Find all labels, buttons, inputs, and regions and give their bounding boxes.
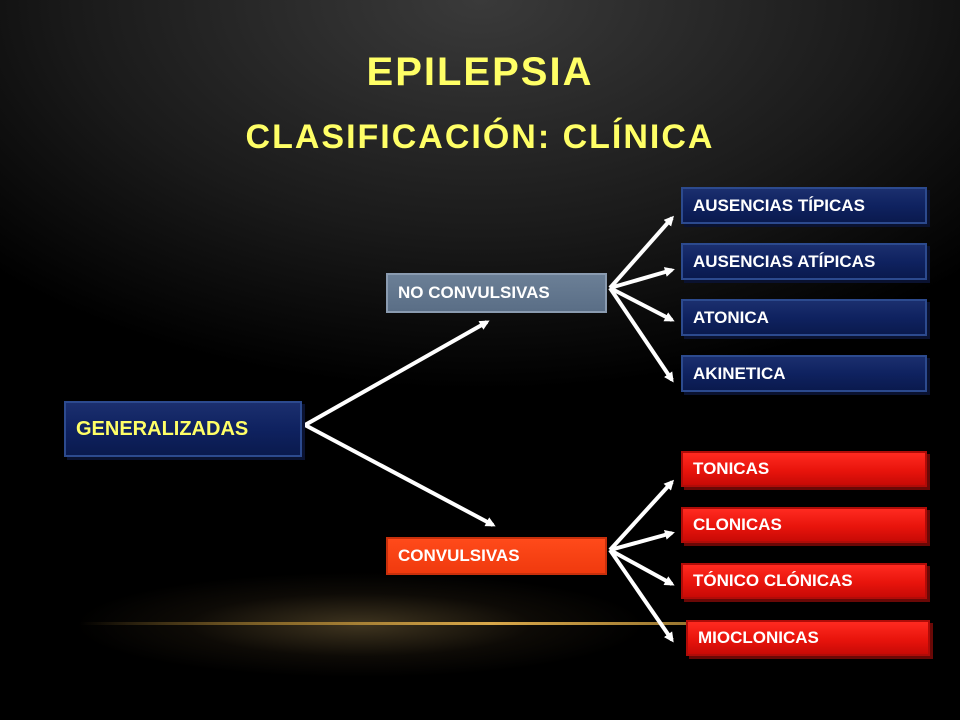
arrow-to-akinetica xyxy=(608,286,674,383)
arrow-to-tonicas xyxy=(608,479,675,552)
leaf-box-atonica: ATONICA xyxy=(681,299,927,336)
leaf-box-akinetica: AKINETICA xyxy=(681,355,927,392)
leaf-box-tonico-clonicas: TÓNICO CLÓNICAS xyxy=(681,563,927,599)
leaf-label: TONICAS xyxy=(693,459,770,478)
leaf-box-ausencias-atipicas: AUSENCIAS ATÍPICAS xyxy=(681,243,927,280)
arrow-root-to-convulsivas xyxy=(304,423,496,527)
root-label: GENERALIZADAS xyxy=(76,417,249,440)
arrow-to-ausencias-tipicas xyxy=(608,215,674,290)
leaf-label: AUSENCIAS TÍPICAS xyxy=(693,195,865,215)
slide-title: EPILEPSIA xyxy=(366,50,594,94)
arrow-to-atonica xyxy=(609,286,675,322)
branch-label: NO CONVULSIVAS xyxy=(398,283,550,302)
leaf-box-ausencias-tipicas: AUSENCIAS TÍPICAS xyxy=(681,187,927,224)
arrow-to-clonicas xyxy=(609,530,675,552)
leaf-label: AUSENCIAS ATÍPICAS xyxy=(693,251,876,271)
leaf-label: TÓNICO CLÓNICAS xyxy=(693,571,853,590)
branch-box-no-convulsivas: NO CONVULSIVAS xyxy=(386,273,607,313)
leaf-label: ATONICA xyxy=(693,307,769,327)
arrow-to-ausencias-atipicas xyxy=(609,267,675,290)
leaf-label: AKINETICA xyxy=(693,363,786,383)
leaf-box-clonicas: CLONICAS xyxy=(681,507,927,543)
leaf-box-mioclonicas: MIOCLONICAS xyxy=(686,620,930,656)
arrow-root-to-no-convulsivas xyxy=(304,320,490,427)
branch-label: CONVULSIVAS xyxy=(398,546,520,565)
slide-subtitle: CLASIFICACIÓN: CLÍNICA xyxy=(245,118,715,156)
floor-glow-line xyxy=(80,622,900,625)
arrow-to-mioclonicas xyxy=(608,548,674,643)
leaf-label: CLONICAS xyxy=(693,515,782,534)
branch-box-convulsivas: CONVULSIVAS xyxy=(386,537,607,575)
leaf-box-tonicas: TONICAS xyxy=(681,451,927,487)
leaf-label: MIOCLONICAS xyxy=(698,628,819,647)
arrow-to-tonico-clonicas xyxy=(609,548,675,586)
root-box-generalizadas: GENERALIZADAS xyxy=(64,401,302,457)
